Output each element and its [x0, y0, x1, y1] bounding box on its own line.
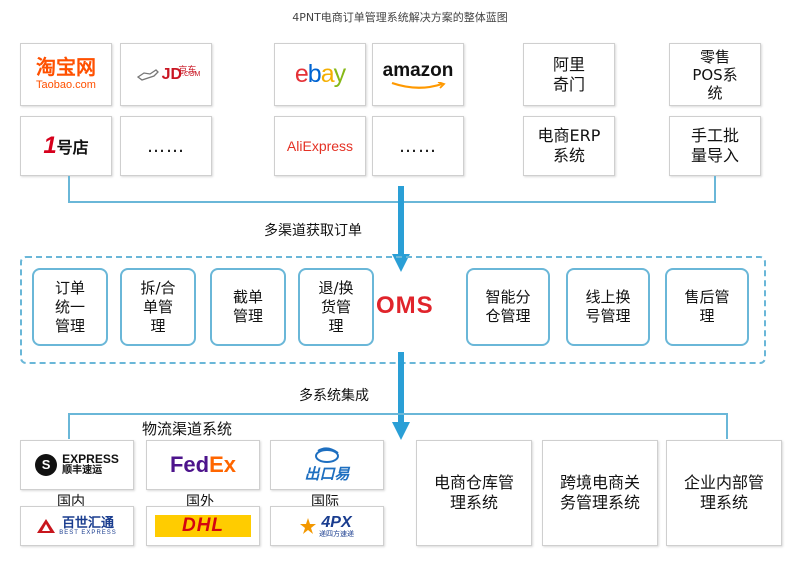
ebay-logo-e: e [294, 60, 309, 88]
yhd-logo-cn: 号店 [56, 138, 89, 157]
jd-logo-main: JD [161, 65, 183, 83]
module-order-intercept: 截单 管理 [210, 268, 286, 346]
best-express-logo-box: 百世汇通 BEST EXPRESS [20, 506, 134, 546]
dhl-logo-box: DHL [146, 506, 260, 546]
oms-dashed-frame [20, 256, 766, 364]
sf-express-logo-box: S EXPRESS 顺丰速运 [20, 440, 134, 490]
fourpx-star-icon [300, 518, 316, 534]
arrow-down-to-oms-icon [392, 186, 410, 272]
jd-logo: JD .COM 京东 [136, 65, 201, 84]
ebay-logo-box: ebay [274, 43, 366, 106]
amazon-logo: amazon [382, 59, 454, 81]
jd-logo-box: JD .COM 京东 [120, 43, 212, 106]
chukou1-logo-box: 出口易 [270, 440, 384, 490]
yhd-logo: 1 号店 [43, 132, 88, 160]
module-return-exchange: 退/换 货管 理 [298, 268, 374, 346]
ebay-logo: ebay [294, 60, 346, 89]
label-multichannel-orders: 多渠道获取订单 [264, 223, 362, 239]
diagram-title: 4PNT电商订单管理系统解决方案的整体蓝图 [292, 11, 508, 24]
ebay-logo-a: a [320, 60, 335, 88]
module-after-sales: 售后管 理 [665, 268, 749, 346]
module-smart-warehouse: 智能分 仓管理 [466, 268, 550, 346]
fedex-logo: FedEx [170, 452, 236, 478]
jd-dog-icon [136, 68, 159, 81]
taobao-logo-en: Taobao.com [36, 79, 96, 91]
jd-logo-cn: 京东 [178, 66, 197, 76]
system-cross-border-customs: 跨境电商关 务管理系统 [542, 440, 658, 546]
connector-systems-drop [726, 413, 728, 439]
fourpx-logo: 4PX 递四方速递 [300, 513, 354, 538]
fourpx-logo-cn: 递四方速递 [319, 529, 354, 538]
manual-import-box: 手工批 量导入 [669, 116, 761, 176]
dhl-logo: DHL [155, 515, 251, 537]
ebay-logo-b: b [307, 60, 322, 88]
fourpx-logo-main: 4PX [321, 513, 352, 531]
fedex-logo-box: FedEx [146, 440, 260, 490]
fedex-logo-ex: Ex [209, 452, 237, 477]
more-overseas-platforms: …… [372, 116, 464, 176]
connector-top-horizontal [68, 201, 716, 203]
dhl-logo-text: DHL [181, 515, 225, 536]
amazon-smile-icon [391, 81, 446, 89]
chukou1-logo-cn: 出口易 [304, 464, 350, 483]
system-enterprise-internal: 企业内部管 理系统 [666, 440, 782, 546]
label-multisystem-integration: 多系统集成 [299, 388, 369, 404]
alibaba-qimen-box: 阿里 奇门 [523, 43, 615, 106]
sf-logo-en: EXPRESS [62, 452, 119, 467]
fedex-logo-fed: Fed [169, 452, 210, 477]
yhd-logo-box: 1 号店 [20, 116, 112, 176]
aliexpress-logo-box: AliExpress [274, 116, 366, 176]
sf-mark-icon: S [35, 454, 58, 476]
system-warehouse-management: 电商仓库管 理系统 [416, 440, 532, 546]
arrow-down-to-systems-icon [392, 352, 410, 440]
module-online-tracking: 线上换 号管理 [566, 268, 650, 346]
yhd-logo-num: 1 [43, 132, 57, 159]
aliexpress-logo: AliExpress [286, 138, 354, 154]
jd-logo-suffix: .COM [182, 71, 201, 78]
fourpx-logo-box: 4PX 递四方速递 [270, 506, 384, 546]
sf-express-logo: S EXPRESS 顺丰速运 [35, 453, 119, 476]
module-split-merge: 拆/合 单管 理 [120, 268, 196, 346]
module-order-unified: 订单 统一 管理 [32, 268, 108, 346]
taobao-logo-cn: 淘宝网 [36, 57, 96, 79]
ebay-logo-y: y [333, 60, 346, 88]
connector-left-drop [68, 176, 70, 202]
logistics-title: 物流渠道系统 [142, 420, 233, 438]
connector-right-drop [714, 176, 716, 202]
more-domestic-platforms: …… [120, 116, 212, 176]
connector-logistics-drop [68, 413, 70, 439]
best-logo-cn: 百世汇通 [61, 515, 114, 531]
retail-pos-box: 零售 POS系 统 [669, 43, 761, 106]
best-express-logo: 百世汇通 BEST EXPRESS [37, 517, 117, 536]
connector-bottom-horizontal [68, 413, 728, 415]
best-express-mark-icon [37, 519, 56, 533]
sf-logo-cn: 顺丰速运 [62, 465, 103, 477]
ecommerce-erp-box: 电商ERP 系统 [523, 116, 615, 176]
taobao-logo: 淘宝网 Taobao.com [36, 58, 96, 91]
taobao-logo-box: 淘宝网 Taobao.com [20, 43, 112, 106]
chukou1-globe-icon [315, 446, 339, 463]
oms-center-label: OMS [376, 292, 434, 319]
amazon-logo-box: amazon [372, 43, 464, 106]
best-logo-en: BEST EXPRESS [59, 529, 117, 536]
